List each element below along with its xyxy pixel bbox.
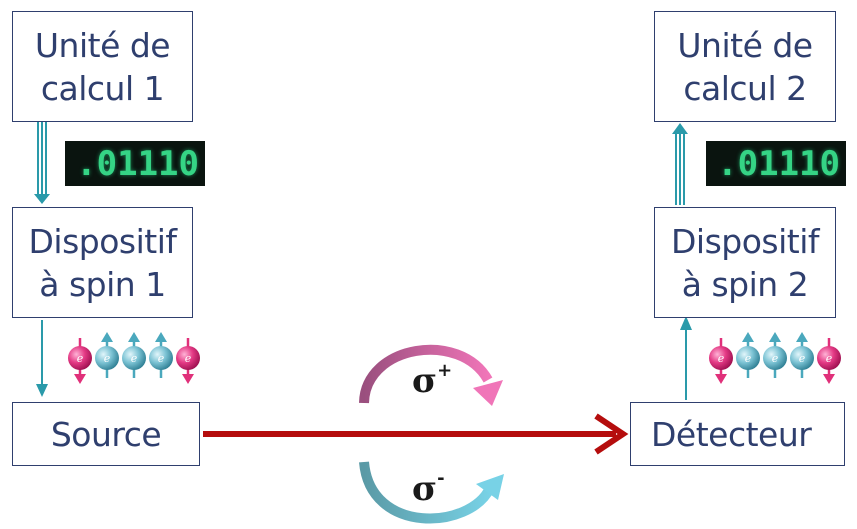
binary-data-image-left: .01110: [65, 141, 205, 186]
electron-label: e: [745, 352, 752, 365]
binary-data-image-right: .01110: [706, 141, 846, 186]
sigma-plus-sign: +: [437, 360, 453, 381]
spin-device-1-line-1: Dispositif: [28, 221, 178, 261]
spin-device-1-line-2: à spin 1: [39, 264, 166, 304]
electron-spin-down: e: [176, 338, 200, 384]
electron-label: e: [799, 352, 806, 365]
detector-box: Détecteur: [630, 402, 845, 466]
electron-label: e: [131, 352, 138, 365]
data-flow-arrow-left: [34, 122, 50, 204]
sigma-plus-symbol: σ: [412, 361, 438, 401]
electron-spin-up: e: [149, 332, 173, 378]
electron-label: e: [185, 352, 192, 365]
sigma-minus-sign: -: [437, 468, 445, 489]
data-flow-arrow-right: [672, 123, 688, 205]
electron-spin-up: e: [122, 332, 146, 378]
electron-spin-up: e: [763, 332, 787, 378]
sigma-plus-label: σ+: [412, 360, 452, 401]
compute-unit-2: Unité de calcul 2: [654, 11, 836, 122]
spin-device-2-line-1: Dispositif: [671, 221, 820, 261]
sigma-minus-label: σ-: [412, 468, 445, 509]
electron-label: e: [104, 352, 111, 365]
sigma-minus-symbol: σ: [412, 469, 438, 509]
spin-device-1: Dispositif à spin 1: [12, 207, 193, 318]
source-box: Source: [12, 402, 200, 466]
electron-spin-down: e: [68, 338, 92, 384]
compute-unit-1-line-2: calcul 1: [40, 68, 165, 108]
detector-label: Détecteur: [651, 414, 812, 454]
sigma-minus-rotation-arrow: [359, 461, 504, 524]
electron-label: e: [772, 352, 779, 365]
electron-label: e: [158, 352, 165, 365]
spin-device-2-line-2: à spin 2: [681, 264, 809, 304]
spin-to-source-arrow: [36, 320, 48, 397]
sigma-plus-rotation-arrow: [359, 344, 503, 406]
compute-unit-1: Unité de calcul 1: [12, 11, 193, 122]
compute-unit-1-line-1: Unité de: [34, 25, 171, 65]
binary-text-left: .01110: [76, 143, 199, 184]
electron-label: e: [826, 352, 833, 365]
light-beam-arrow: [203, 413, 629, 455]
electron-spin-down: e: [709, 338, 733, 384]
binary-text-right: .01110: [717, 143, 840, 184]
source-label: Source: [50, 414, 162, 454]
electron-spin-down: e: [817, 338, 841, 384]
detector-to-spin-arrow: [680, 316, 692, 400]
electron-spin-up: e: [736, 332, 760, 378]
electron-spin-up: e: [95, 332, 119, 378]
electron-spin-up: e: [790, 332, 814, 378]
compute-unit-2-line-1: Unité de: [677, 25, 813, 65]
compute-unit-2-line-2: calcul 2: [683, 68, 807, 108]
electron-label: e: [77, 352, 84, 365]
electron-label: e: [718, 352, 725, 365]
spin-device-2: Dispositif à spin 2: [654, 207, 836, 318]
